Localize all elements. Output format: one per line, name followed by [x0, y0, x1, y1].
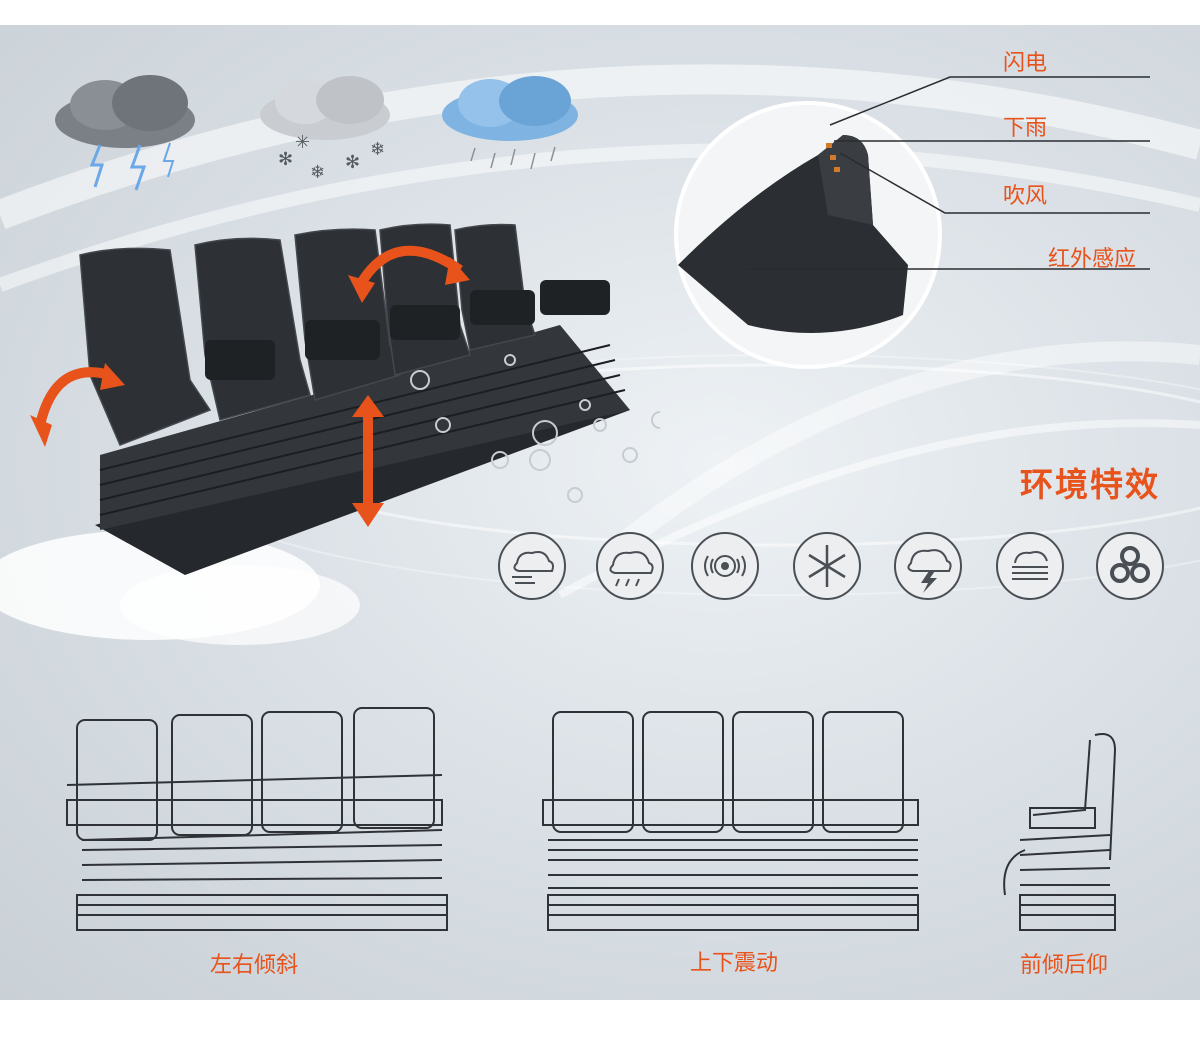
callout-wind: 吹风: [1003, 184, 1048, 209]
svg-text:✻: ✻: [278, 149, 293, 170]
callout-rain: 下雨: [1003, 116, 1048, 141]
label-tilt: 左右倾斜: [210, 953, 299, 978]
lightning-icon: [894, 532, 962, 600]
svg-text:✳: ✳: [295, 132, 310, 153]
tilt-diagram: [66, 707, 448, 931]
svg-text:❄: ❄: [370, 139, 385, 160]
callout-lightning: 闪电: [1003, 51, 1048, 76]
bubble-icon: [1096, 532, 1164, 600]
rain-icon: [596, 532, 664, 600]
svg-text:❄: ❄: [310, 162, 325, 183]
pitch-diagram: [1003, 733, 1117, 931]
callout-infrared: 红外感应: [1048, 247, 1137, 272]
label-pitch: 前倾后仰: [1020, 953, 1109, 978]
callout-lines: [745, 76, 1150, 270]
storm-cloud-icon: [55, 75, 195, 191]
vibration-icon: [691, 532, 759, 600]
vibrate-diagram: [542, 711, 919, 931]
product-illustration: ✻❄✻❄✳: [0, 25, 1200, 1000]
snow-cloud-icon: ✻❄✻❄✳: [260, 76, 390, 183]
motion-seat-row: [0, 223, 660, 645]
label-vibrate: 上下震动: [690, 951, 779, 976]
sensor-detail-zoom: [674, 101, 942, 369]
svg-text:✻: ✻: [345, 152, 360, 173]
wind-icon: [498, 532, 566, 600]
rain-cloud-icon: [442, 76, 578, 170]
effects-heading: 环境特效: [1020, 465, 1160, 504]
snow-icon: [793, 532, 861, 600]
fog-icon: [996, 532, 1064, 600]
